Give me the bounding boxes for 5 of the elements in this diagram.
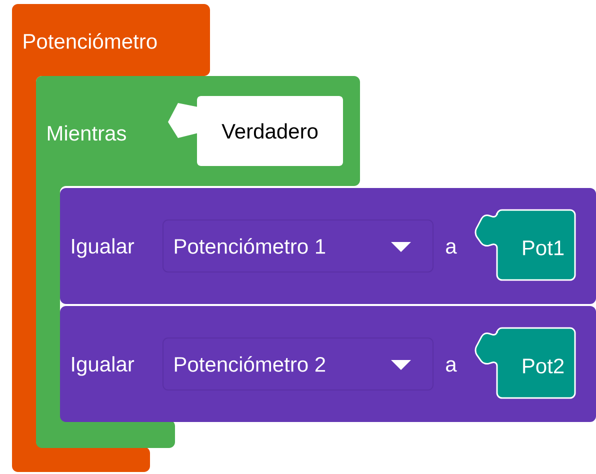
variable-block: Pot2 — [474, 327, 576, 399]
dropdown-field: Potenciómetro 1 — [162, 220, 434, 272]
value-block: Verdadero — [168, 96, 343, 166]
dropdown-field: Potenciómetro 2 — [162, 338, 434, 390]
variable-block: Pot1 — [474, 209, 576, 281]
